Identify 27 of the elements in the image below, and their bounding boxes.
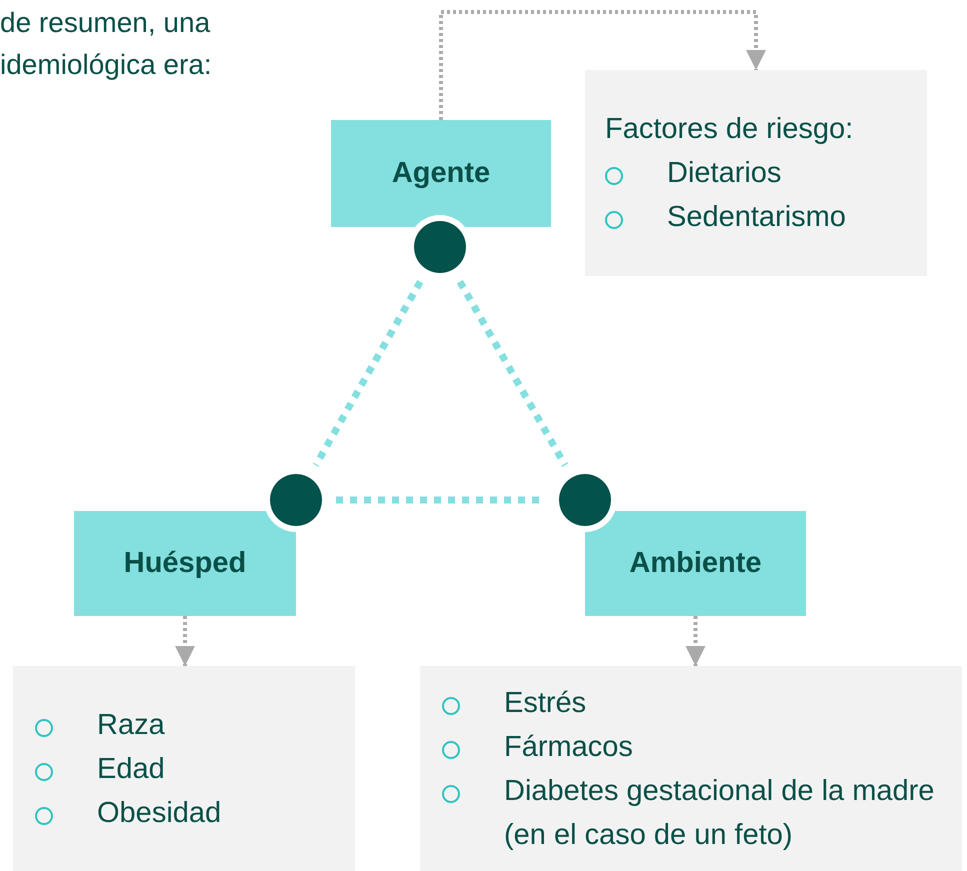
arrow [175,616,195,666]
node-circle [270,474,322,526]
label-box [331,120,551,227]
box-title: Ambiente [629,547,762,580]
list-heading: Factores de riesgo: [605,112,854,147]
intro-text: de resumen, una idemiológica era: [0,6,213,82]
connector-line [456,280,568,468]
list-item: Edad [97,752,165,786]
list-item: Diabetes gestacional de la madre (en el caso de un feto) [504,774,936,852]
list-item: Obesidad [97,796,222,830]
list-panel [13,666,355,871]
box-title: Huésped [124,547,246,580]
arrow [439,10,766,120]
label-box [74,511,296,616]
list-item: Fármacos [504,730,633,764]
list-item: Raza [97,708,165,742]
list-item: Estrés [504,686,586,720]
list-item: Dietarios [667,156,782,191]
node-circle [414,221,466,273]
list-item: Sedentarismo [667,200,846,235]
label-box [585,511,806,616]
node-circle [559,474,611,526]
connector-line [312,280,424,467]
list-panel [420,666,962,871]
arrow [686,616,706,666]
list-panel [585,70,927,276]
box-title: Agente [392,157,490,190]
